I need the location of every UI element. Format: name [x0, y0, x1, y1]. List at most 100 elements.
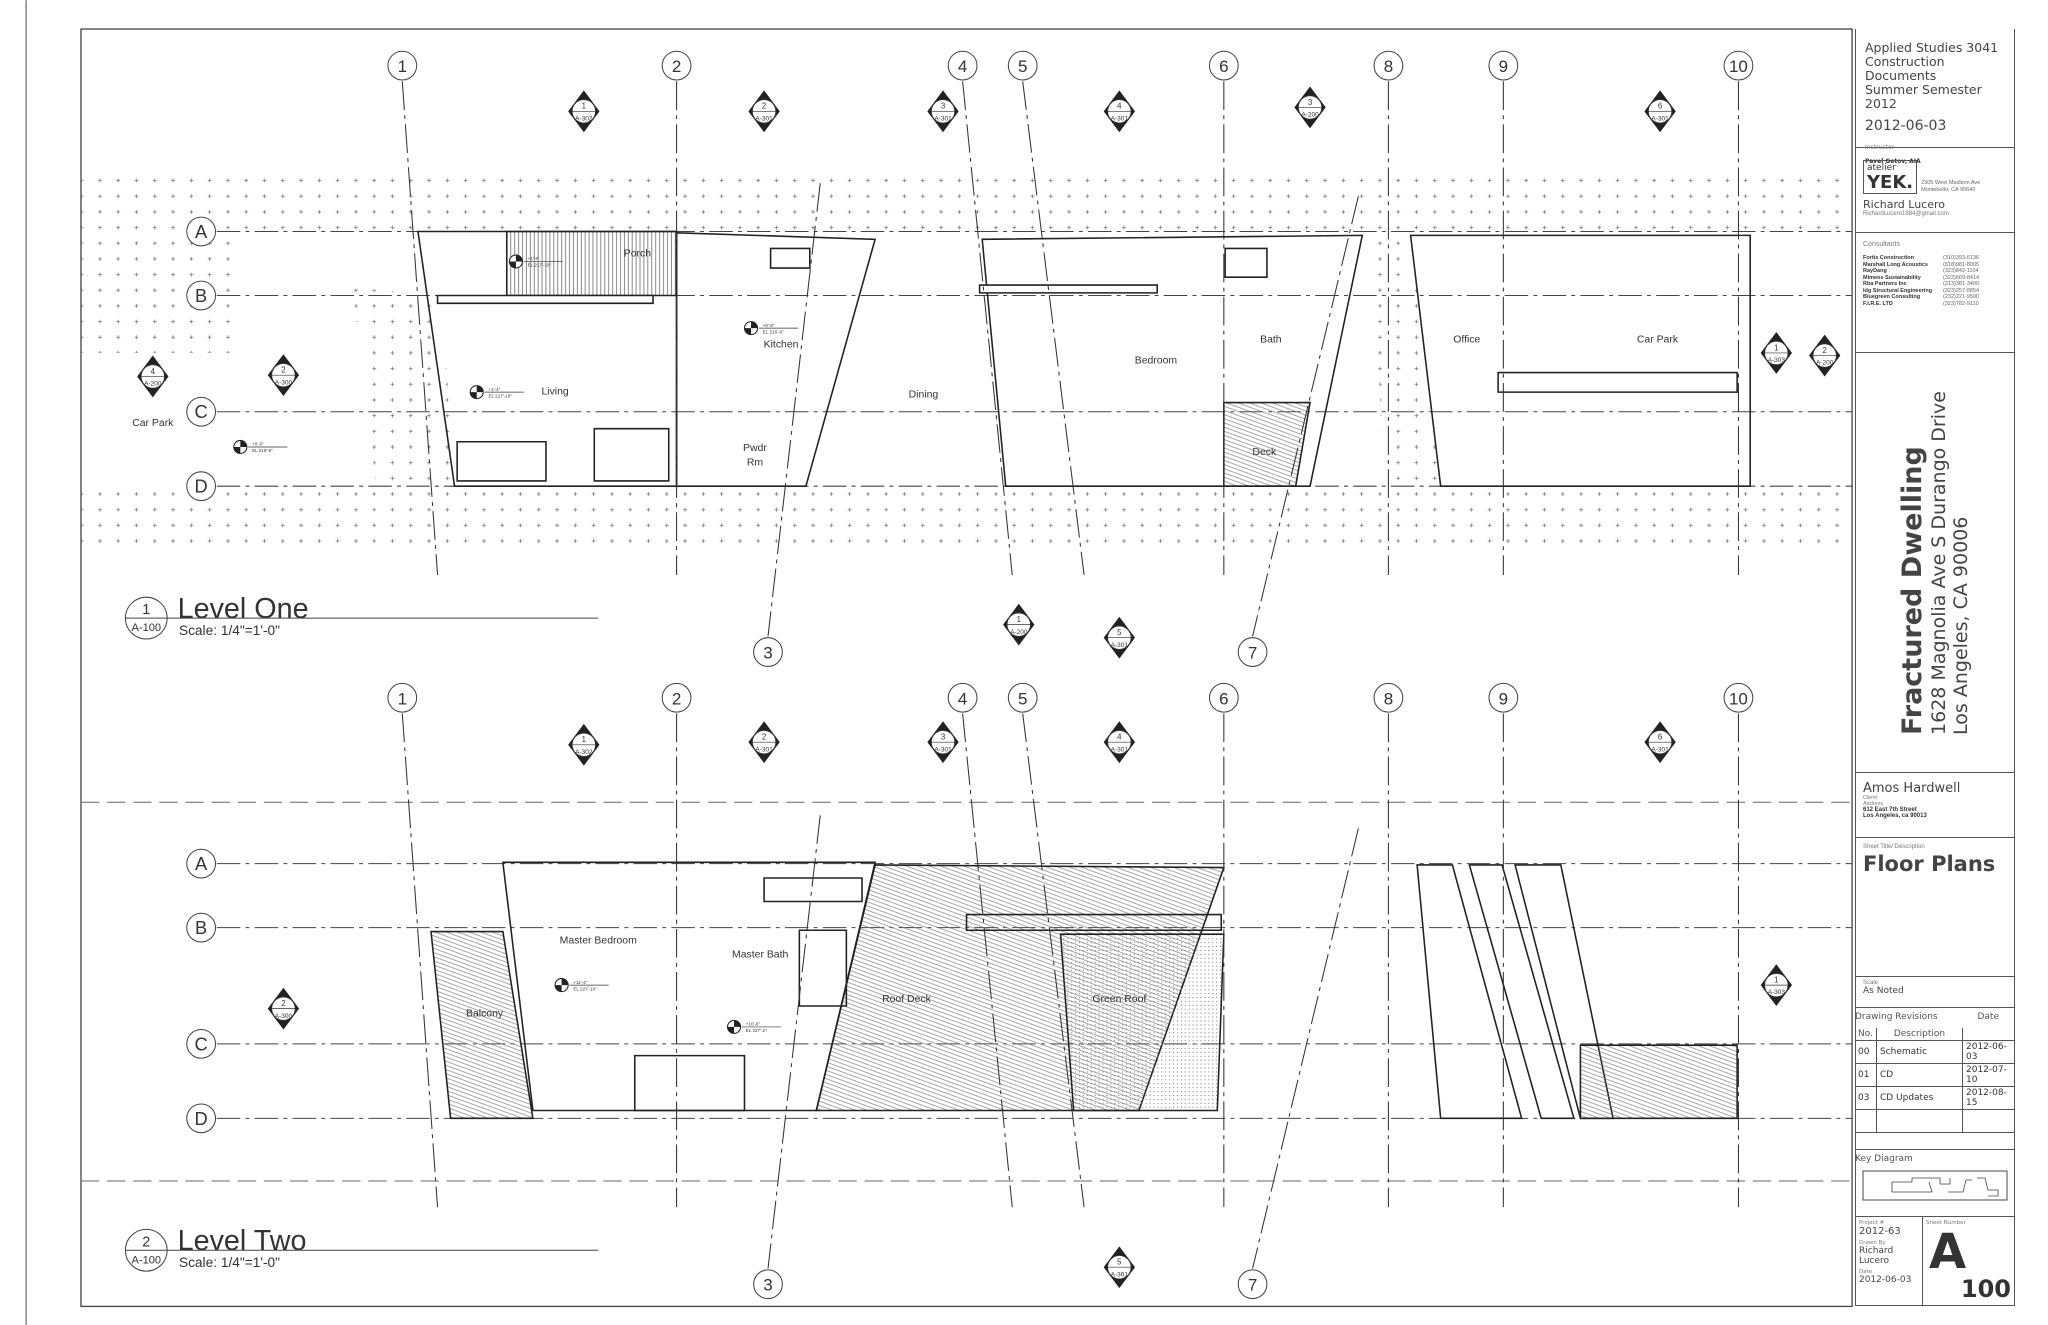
project-address-line: 1628 Magnolia Ave S Durango Drive [1928, 390, 1950, 735]
elevation-tag: +0'-0"EL 216'-6" [743, 321, 799, 336]
client-address-line: 612 East 7th Street [1863, 807, 1917, 813]
bedroom-block [981, 234, 1364, 487]
section-marker[interactable]: 5A-301 [1103, 616, 1136, 659]
section-marker[interactable]: 2A-200 [1808, 334, 1841, 377]
room-label: Car Park [1637, 334, 1679, 345]
section-sheet: A-200 [1301, 112, 1319, 119]
section-marker[interactable]: 4A-200 [137, 355, 169, 398]
section-number: 2 [281, 366, 285, 375]
project-title: Fractured Dwelling [1897, 445, 1928, 735]
section-marker[interactable]: 3A-200 [1294, 86, 1326, 129]
key-diagram-block: Key Diagram [1855, 1150, 2015, 1217]
course-line: Summer Semester 2012 [1865, 82, 1982, 111]
consultant-name: Rba Partners Inc [1863, 281, 1907, 287]
consultant-row: Marshall Long Acoustics(818)981-8005 [1863, 262, 2015, 269]
view-sheet: A-100 [131, 622, 161, 634]
view-number: 2 [142, 1234, 150, 1250]
consultant-phone: (323)842-1104 [1943, 268, 1979, 274]
section-marker[interactable]: 2A-300 [267, 987, 300, 1030]
room-label: Deck [1252, 447, 1277, 458]
counter [769, 247, 811, 269]
elevation-absolute: EL 216'-6" [763, 329, 784, 334]
grid-bubble-column [1723, 50, 1754, 81]
wall [436, 294, 654, 305]
section-marker[interactable]: 2A-301 [748, 90, 780, 133]
section-number: 2 [281, 999, 285, 1008]
section-marker[interactable]: 6A-301 [1644, 90, 1676, 133]
carport-wall [1497, 371, 1738, 393]
grid-column-label: 6 [1219, 689, 1228, 708]
grid-bubble-column [1007, 50, 1038, 81]
elevation-target-icon [727, 1020, 741, 1034]
project-no-label: Project # [1859, 1220, 1885, 1226]
sheet-title: Floor Plans [1863, 852, 1996, 876]
kitchen-block [675, 231, 877, 487]
revision-no: 00 [1855, 1040, 1877, 1064]
grid-bubble-column [753, 637, 783, 667]
view-number: 1 [142, 602, 150, 618]
grid-bubble-column [1488, 50, 1519, 81]
consultant-name: Bluegreen Consulting [1863, 294, 1921, 300]
section-sheet: A-302 [575, 749, 593, 756]
grid-bubble-column [1208, 682, 1239, 713]
firm-logo: atelier YEK. [1863, 160, 1918, 194]
section-marker[interactable]: 2A-301 [748, 721, 780, 764]
drawing-frame [80, 28, 1853, 1308]
room-label: Pwdr [743, 443, 767, 454]
section-number: 4 [1117, 102, 1122, 111]
section-marker[interactable]: 1A-303 [1760, 964, 1792, 1007]
rev-header-no: No. [1855, 1028, 1877, 1041]
section-marker[interactable]: 5A-301 [1103, 1246, 1136, 1289]
date-value: 2012-06-03 [1859, 1275, 1912, 1285]
section-marker[interactable]: 3A-301 [927, 90, 959, 133]
room-label: Green Roof [1092, 994, 1146, 1005]
section-sheet: A-200 [1010, 629, 1028, 636]
revision-desc: CD Updates [1876, 1086, 1964, 1110]
section-marker[interactable]: 1A-302 [568, 723, 600, 766]
elevation-tag: +0'-0"EL 216'-6" [233, 439, 288, 455]
section-marker[interactable]: 6A-301 [1644, 721, 1676, 764]
grid-row-label: B [195, 285, 207, 306]
grid-row-label: C [195, 401, 208, 422]
consultant-phone: (213)381-3400 [1943, 281, 1980, 287]
grid-column-label: 5 [1018, 689, 1027, 708]
grid-line-column [1252, 828, 1359, 1269]
section-marker[interactable]: 4A-301 [1103, 90, 1136, 133]
key-diagram-label: Key Diagram [1855, 1154, 1913, 1164]
consultant-phone: (232)221-9500 [1943, 294, 1980, 300]
room-label: Office [1453, 334, 1480, 345]
section-sheet: A-301 [1111, 746, 1129, 753]
section-marker[interactable]: 1A-200 [1003, 603, 1035, 646]
section-number: 1 [582, 735, 586, 744]
grid-line-column [1022, 81, 1085, 576]
grid-column-label: 1 [398, 689, 407, 708]
section-marker[interactable]: 2A-300 [267, 354, 300, 397]
section-number: 5 [1117, 628, 1122, 637]
grid-bubble-column [1237, 1269, 1268, 1300]
consultant-row: RayDang(323)842-1104 [1863, 268, 2015, 275]
section-sheet: A-200 [1816, 360, 1834, 367]
section-number: 2 [1822, 346, 1826, 355]
section-marker[interactable]: 3A-301 [927, 721, 959, 764]
site-paving [80, 483, 1853, 549]
section-sheet: A-301 [1111, 1271, 1129, 1278]
grid-bubble-column [753, 1269, 783, 1300]
grid-bubble-column [661, 50, 692, 81]
deck-hatch [1223, 401, 1311, 487]
view-scale: Scale: 1/4"=1'-0" [179, 623, 280, 638]
grid-row-label: A [195, 221, 208, 242]
section-sheet: A-303 [1768, 989, 1786, 996]
section-marker[interactable]: 1A-302 [568, 90, 600, 133]
room-label: Bath [1260, 334, 1282, 345]
scale-block: Scale As Noted [1855, 977, 2015, 1008]
section-marker[interactable]: 1A-303 [1760, 332, 1792, 374]
section-number: 3 [941, 733, 946, 742]
elevation-absolute: EL 216'-6" [252, 448, 273, 453]
project-address-line: Los Angeles, CA 90006 [1950, 516, 1972, 735]
grid-bubble-column [387, 50, 418, 81]
section-sheet: A-301 [1111, 115, 1129, 122]
grid-bubble-row [186, 471, 217, 502]
section-marker[interactable]: 4A-301 [1103, 721, 1136, 764]
